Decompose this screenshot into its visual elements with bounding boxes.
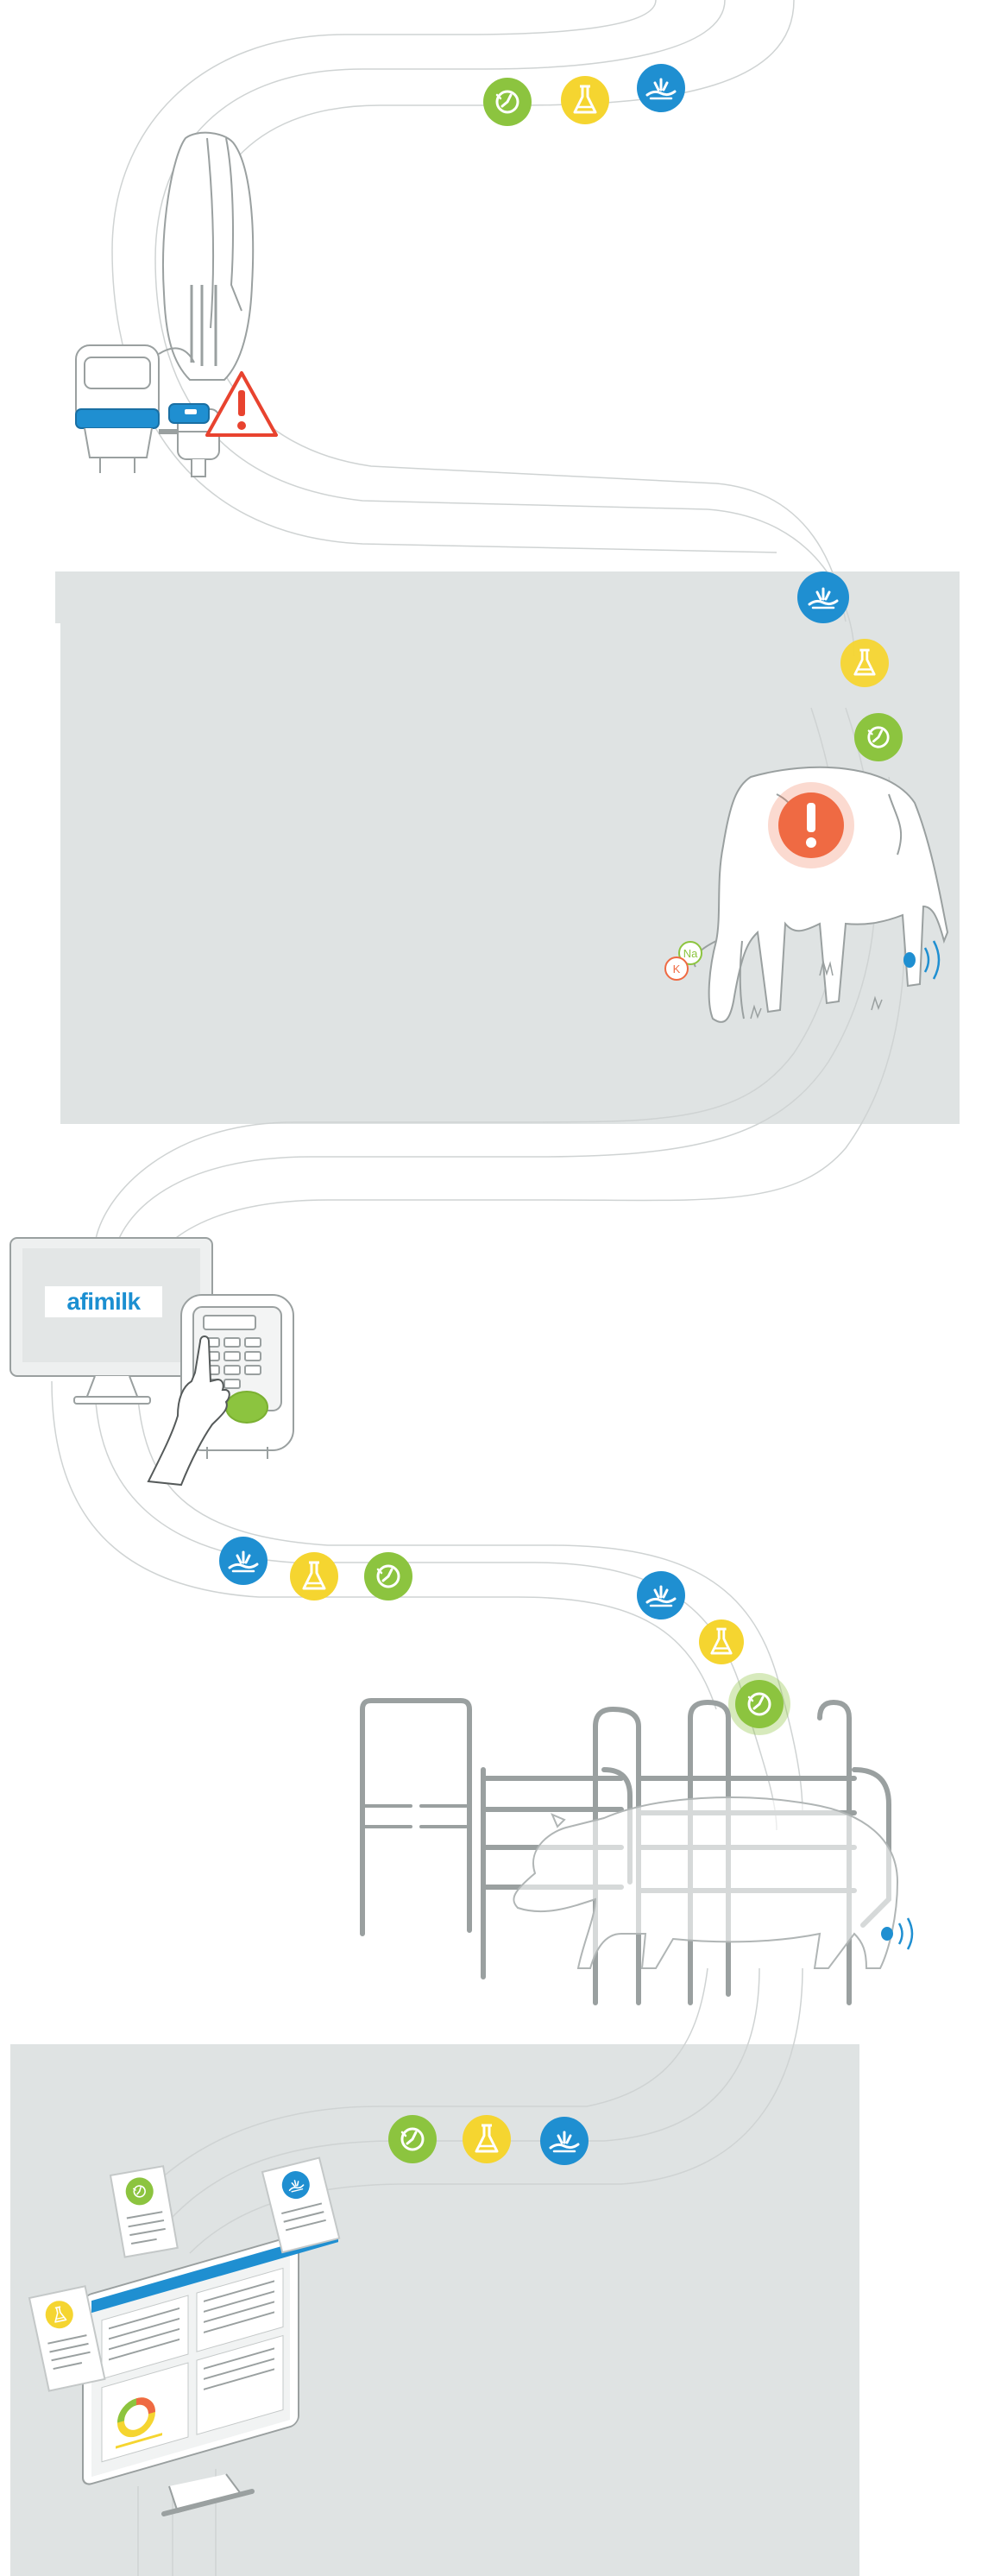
pasture-panel-top-strip <box>55 571 64 623</box>
sodium-label: Na <box>683 947 698 960</box>
flow-lines <box>51 0 906 2576</box>
gate-cow-illustration <box>513 1796 899 1969</box>
leg-sensor-icon <box>903 940 941 980</box>
brand-name: afimilk <box>66 1288 141 1315</box>
gate-leg-sensor-icon <box>881 1917 914 1950</box>
warning-triangle-icon <box>205 371 278 437</box>
afimilk-logo: afimilk <box>43 1286 164 1317</box>
mineral-badges: Na K <box>664 941 702 981</box>
dashboard-monitor <box>82 2230 338 2516</box>
section1-icons <box>483 64 685 126</box>
grazing-cow-illustration <box>693 766 949 1023</box>
section3-icons <box>219 1537 790 1735</box>
report-card-milk <box>261 2156 341 2254</box>
hand-pointer <box>147 1335 230 1487</box>
cow-alert-icon <box>768 782 854 868</box>
section2-icons <box>797 571 903 761</box>
report-card-activity <box>109 2165 179 2258</box>
report-card-lab <box>28 2285 106 2392</box>
brand-logo-box <box>45 1286 162 1317</box>
section5-icons <box>388 2115 589 2165</box>
potassium-label: K <box>673 963 681 975</box>
milking-unit-illustration <box>75 131 255 477</box>
